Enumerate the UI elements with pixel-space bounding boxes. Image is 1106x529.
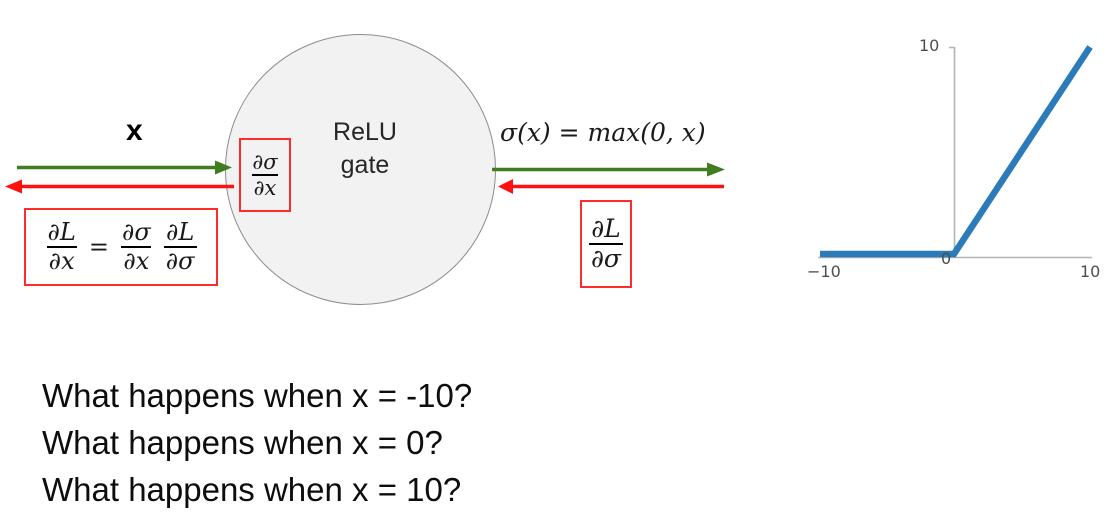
local-gradient-fraction: ∂σ ∂x: [250, 151, 279, 199]
relu-curve: [820, 45, 1093, 258]
gate-label: ReLU gate: [300, 116, 430, 182]
input-variable-label: x: [126, 114, 143, 147]
forward-input-arrow: [17, 160, 232, 175]
backward-output-arrow: [498, 179, 724, 194]
plot-xtick-label-10: 10: [1080, 262, 1101, 281]
upstream-gradient-box: ∂L ∂σ: [580, 200, 632, 288]
chain-rule-mid-fraction: ∂σ ∂x: [120, 217, 153, 275]
chain-rule-rhs-numerator: ∂L: [165, 217, 195, 246]
relu-plot-svg: [818, 45, 1093, 259]
upstream-gradient-fraction: ∂L ∂σ: [589, 213, 623, 273]
local-gradient-numerator: ∂σ: [252, 149, 278, 174]
gate-label-line2: gate: [340, 151, 390, 179]
local-gradient-box: ∂σ ∂x: [239, 138, 291, 212]
chain-rule-lhs-fraction: ∂L ∂x: [45, 217, 77, 275]
relu-plot: 10 −10 0 10: [800, 14, 1106, 304]
plot-xtick-label-minus10: −10: [807, 262, 841, 281]
upstream-gradient-numerator: ∂L: [591, 213, 621, 243]
questions-list: What happens when x = -10? What happens …: [42, 372, 472, 513]
local-gradient-denominator: ∂x: [251, 174, 279, 200]
plot-ytick-label-10: 10: [919, 36, 940, 55]
chain-rule-mid-denominator: ∂x: [121, 246, 152, 275]
chain-rule-equals-sign: =: [88, 233, 109, 261]
question-line-3: What happens when x = 10?: [42, 471, 462, 508]
chain-rule-mid-numerator: ∂σ: [121, 217, 151, 246]
gate-label-line1: ReLU: [333, 118, 397, 146]
question-line-2: What happens when x = 0?: [42, 424, 443, 461]
output-expression-label: σ(x) = max(0, x): [500, 118, 706, 147]
chain-rule-box: ∂L ∂x = ∂σ ∂x ∂L ∂σ: [24, 208, 218, 286]
chain-rule-lhs-denominator: ∂x: [46, 246, 77, 275]
chain-rule-expression: ∂L ∂x = ∂σ ∂x ∂L ∂σ: [45, 217, 197, 275]
chain-rule-rhs-fraction: ∂L ∂σ: [163, 217, 197, 275]
question-line-1: What happens when x = -10?: [42, 377, 473, 414]
relu-gate-node: [225, 34, 496, 305]
upstream-gradient-denominator: ∂σ: [589, 243, 623, 273]
chain-rule-lhs-numerator: ∂L: [47, 217, 76, 246]
backward-input-arrow: [5, 179, 234, 194]
chain-rule-rhs-denominator: ∂σ: [163, 246, 197, 275]
plot-xtick-label-0: 0: [941, 249, 952, 268]
forward-output-arrow: [492, 162, 725, 177]
